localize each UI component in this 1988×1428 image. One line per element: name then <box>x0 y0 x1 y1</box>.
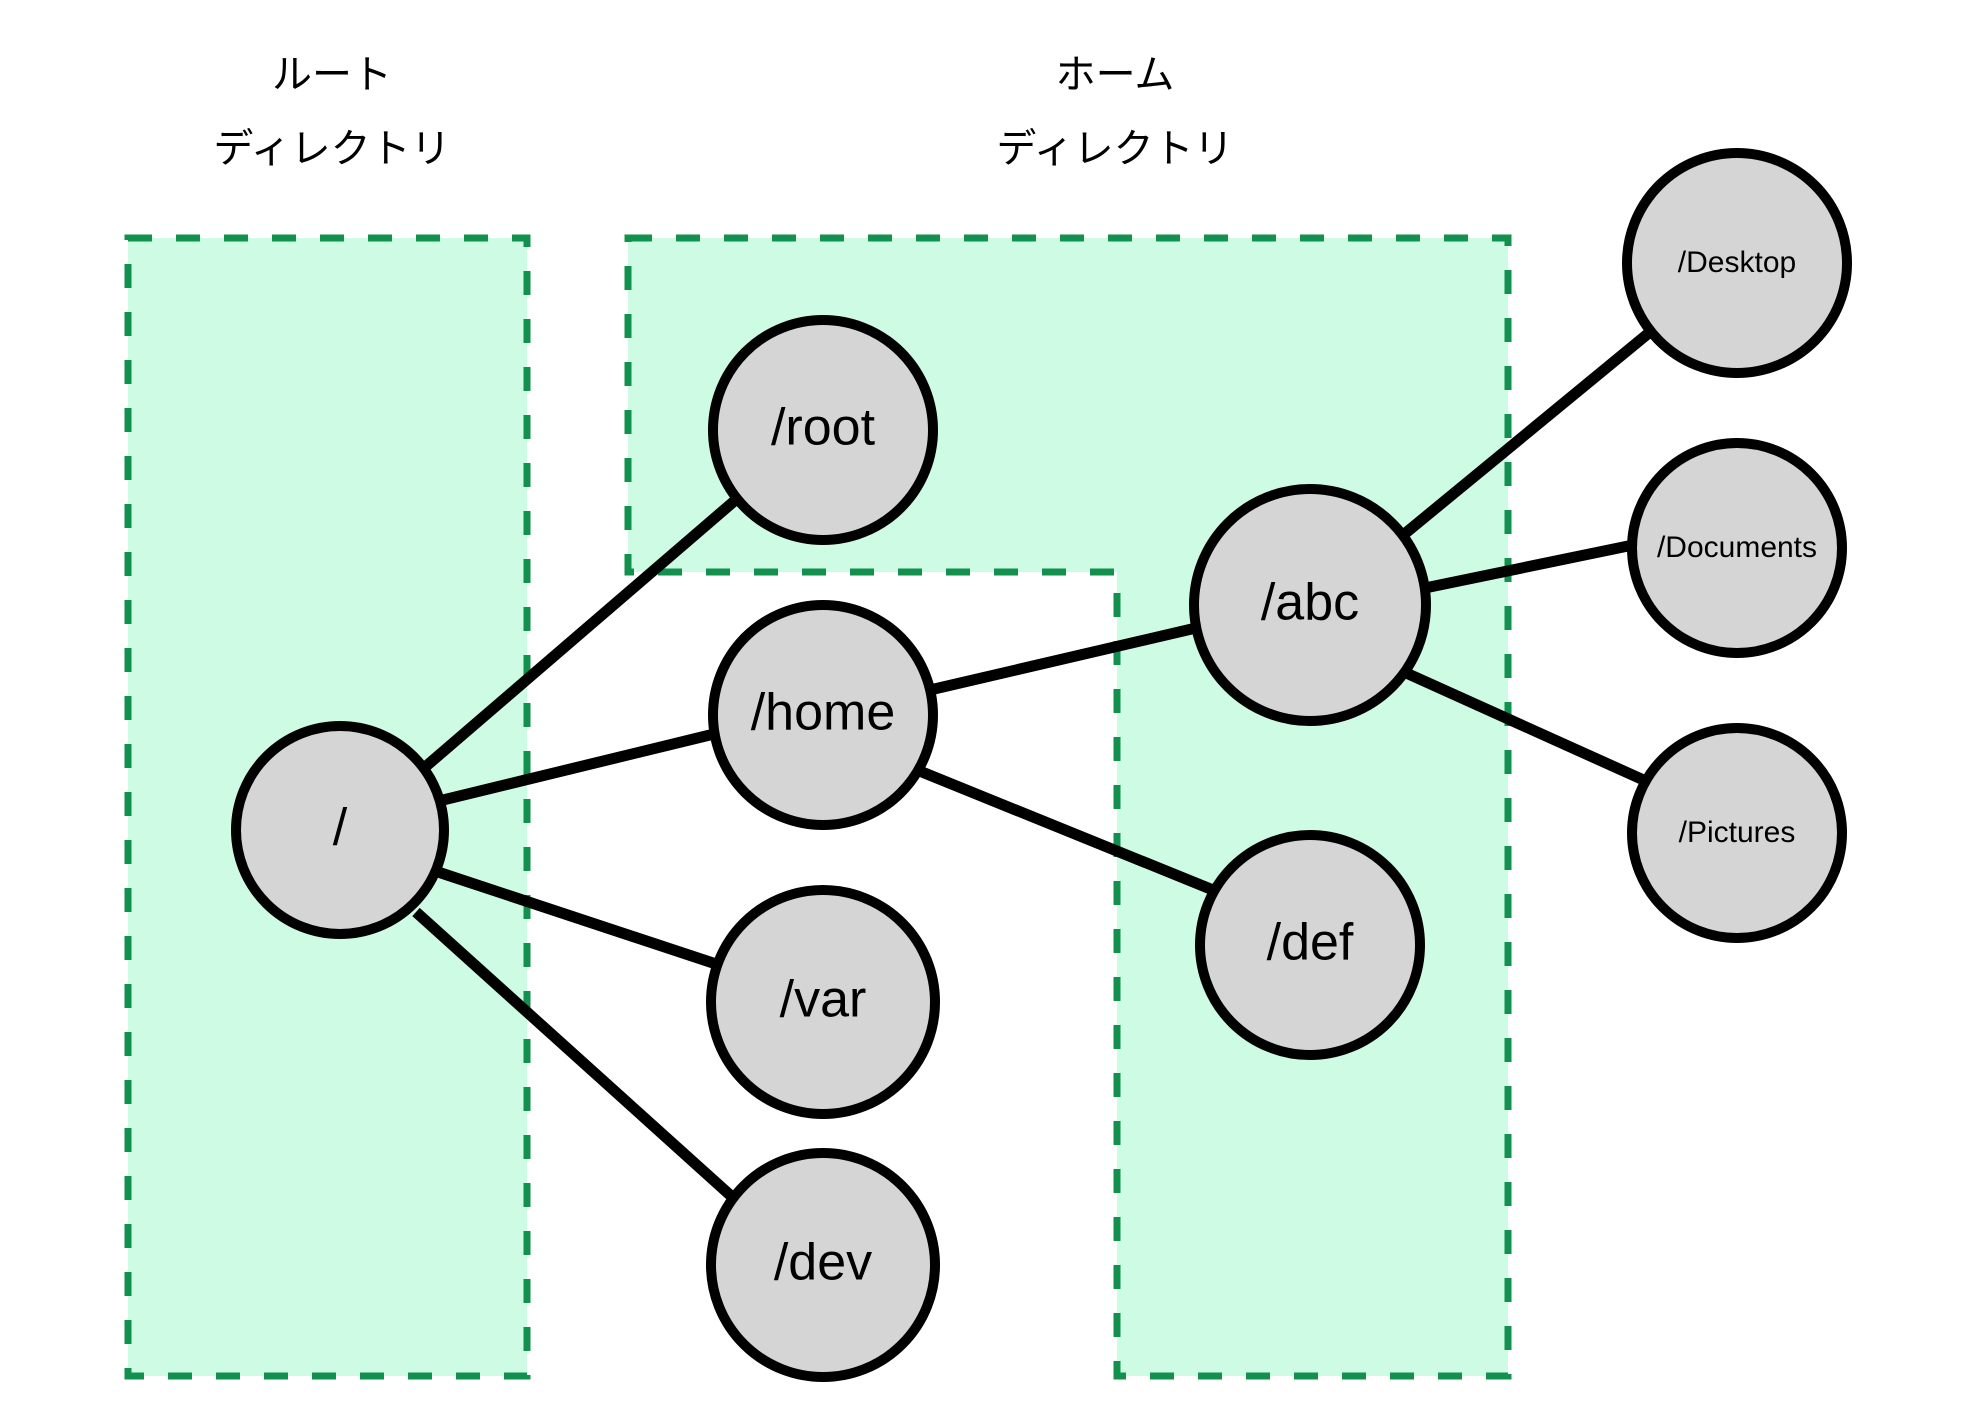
node-root[interactable]: / <box>231 721 449 939</box>
root-directory-caption-line2: ディレクトリ <box>213 127 450 171</box>
root-directory-caption-line1: ルート <box>272 53 392 97</box>
node-home-circle[interactable] <box>708 600 938 830</box>
home-directory-caption-line1: ホーム <box>1056 53 1175 97</box>
node-def-label: /def <box>1267 914 1354 972</box>
node-pictures-label: /Pictures <box>1679 816 1796 849</box>
node-pictures-circle[interactable] <box>1627 723 1847 943</box>
node-rootdir-circle[interactable] <box>708 315 938 545</box>
node-rootdir[interactable]: /root <box>708 315 938 545</box>
node-dev[interactable]: /dev <box>706 1148 940 1382</box>
edge-abc-to-pictures <box>1401 666 1651 788</box>
node-var-label: /var <box>780 971 867 1029</box>
node-rootdir-label: /root <box>771 399 876 457</box>
node-documents-label: /Documents <box>1657 531 1817 564</box>
node-var-circle[interactable] <box>706 885 940 1119</box>
node-abc[interactable]: /abc <box>1189 484 1431 726</box>
node-var[interactable]: /var <box>706 885 940 1119</box>
root-directory-region-outline <box>124 234 531 1380</box>
node-def-circle[interactable] <box>1195 830 1425 1060</box>
edge-home-to-def <box>919 766 1216 896</box>
node-abc-label: /abc <box>1261 574 1359 632</box>
edge-layer <box>412 327 1654 1200</box>
node-pictures[interactable]: /Pictures <box>1627 723 1847 943</box>
home-directory-region-outline <box>624 234 1512 1380</box>
node-root-circle[interactable] <box>231 721 449 939</box>
edge-root-to-rootdir <box>420 492 743 773</box>
node-dev-label: /dev <box>774 1234 872 1292</box>
node-dev-circle[interactable] <box>706 1148 940 1382</box>
edge-abc-to-desktop <box>1398 327 1654 541</box>
node-def[interactable]: /def <box>1195 830 1425 1060</box>
node-home-label: /home <box>751 684 896 742</box>
edge-root-to-var <box>436 866 718 970</box>
node-desktop-label: /Desktop <box>1678 246 1796 279</box>
home-directory-caption-line2: ディレクトリ <box>996 127 1233 171</box>
node-desktop[interactable]: /Desktop <box>1622 148 1852 378</box>
edge-root-to-dev <box>412 907 734 1200</box>
edge-home-to-abc <box>928 622 1198 696</box>
node-desktop-circle[interactable] <box>1622 148 1852 378</box>
node-home[interactable]: /home <box>708 600 938 830</box>
edge-root-to-home <box>441 728 716 806</box>
node-documents-circle[interactable] <box>1627 438 1847 658</box>
node-layer: / /root/home/var/dev/abc/def/Desktop/Docu… <box>231 148 1852 1382</box>
edge-abc-to-documents <box>1423 539 1635 594</box>
node-root-label: / <box>333 799 348 857</box>
node-documents[interactable]: /Documents <box>1627 438 1847 658</box>
node-abc-circle[interactable] <box>1189 484 1431 726</box>
